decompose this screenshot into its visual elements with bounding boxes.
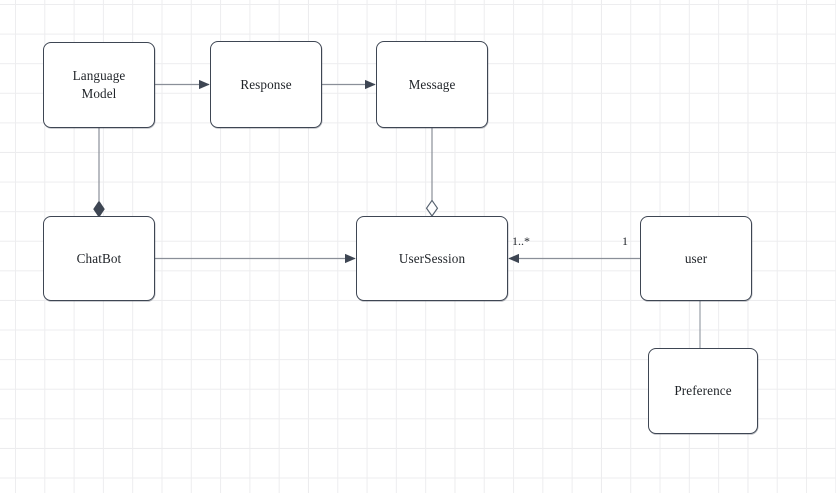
node-usersession-label: UserSession bbox=[398, 250, 466, 266]
multiplicity-label-user: 1 bbox=[622, 234, 628, 248]
node-language-model-label: Language Model bbox=[72, 68, 126, 101]
node-response-label: Response bbox=[240, 76, 292, 92]
node-usersession[interactable]: UserSession bbox=[356, 216, 508, 301]
node-chatbot-label: ChatBot bbox=[76, 250, 122, 266]
node-preference[interactable]: Preference bbox=[648, 348, 758, 434]
node-message-label: Message bbox=[408, 76, 456, 92]
node-user-label: user bbox=[684, 250, 708, 266]
node-language-model[interactable]: Language Model bbox=[43, 42, 155, 128]
node-chatbot[interactable]: ChatBot bbox=[43, 216, 155, 301]
node-preference-label: Preference bbox=[674, 383, 732, 399]
node-user[interactable]: user bbox=[640, 216, 752, 301]
node-message[interactable]: Message bbox=[376, 41, 488, 128]
node-response[interactable]: Response bbox=[210, 41, 322, 128]
multiplicity-label-usersession: 1..* bbox=[512, 234, 530, 248]
